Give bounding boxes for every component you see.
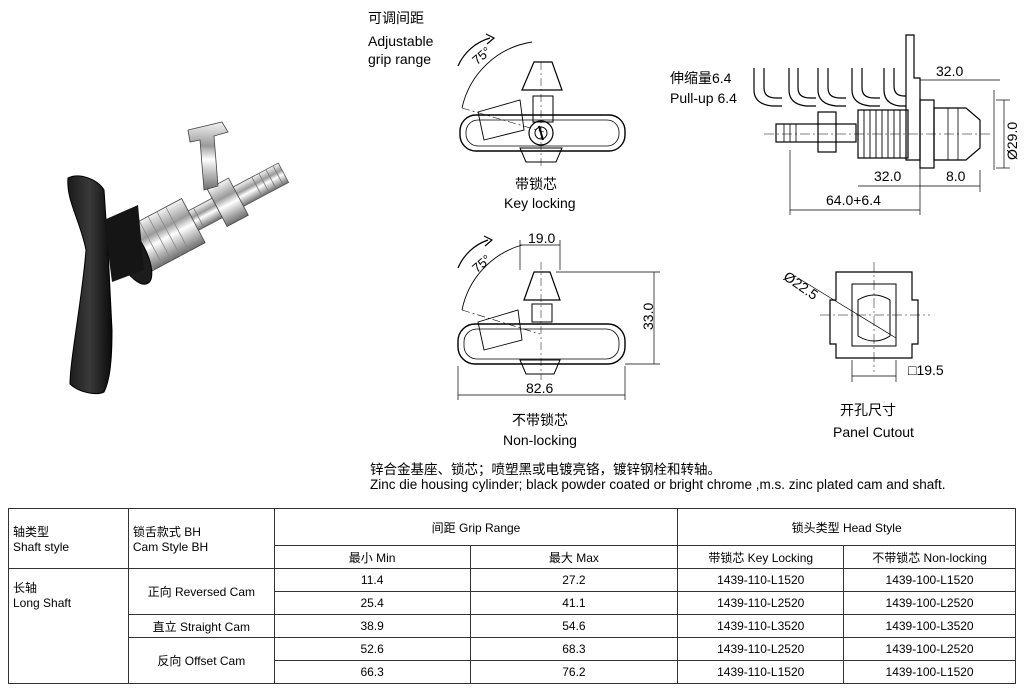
- cam-straight-cell: 直立 Straight Cam: [127, 614, 275, 638]
- cell-max: 54.6: [469, 614, 679, 638]
- cell-max: 41.1: [469, 591, 679, 615]
- dim-82: 82.6: [526, 380, 554, 396]
- cell-min: 38.9: [273, 614, 471, 638]
- key-locking-label-cn: 带锁芯: [515, 176, 557, 192]
- cell-key: 1439-110-L3520: [677, 614, 845, 638]
- dim-33: 33.0: [640, 302, 656, 330]
- dim-32-bottom: 32.0: [874, 168, 902, 184]
- dim-64: 64.0+6.4: [826, 192, 881, 208]
- cell-max: 76.2: [469, 660, 679, 684]
- dim-32-top: 32.0: [936, 63, 964, 79]
- non-locking-label-cn: 不带锁芯: [512, 412, 568, 428]
- dim-8: 8.0: [946, 168, 966, 184]
- table-row: 直立 Straight Cam 38.9 54.6 1439-110-L3520…: [9, 614, 1016, 638]
- non-locking-front-view: [457, 235, 660, 400]
- cell-min: 11.4: [273, 568, 471, 592]
- cell-max: 68.3: [469, 637, 679, 661]
- dim-19: 19.0: [528, 230, 556, 246]
- cam-offset-cell: 反向 Offset Cam: [127, 637, 275, 684]
- panel-cutout-drawing: [797, 262, 930, 382]
- cell-key: 1439-110-L1520: [677, 568, 845, 592]
- header-grip-range: 间距 Grip Range: [273, 508, 679, 546]
- cam-reversed-cell: 正向 Reversed Cam: [127, 568, 275, 615]
- pullup-label-en: Pull-up 6.4: [670, 90, 737, 106]
- pullup-label-cn: 伸缩量6.4: [670, 70, 732, 86]
- adjustable-label-en: Adjustable: [368, 33, 434, 49]
- cell-key: 1439-110-L2520: [677, 591, 845, 615]
- header-key-locking: 带锁芯 Key Locking: [677, 545, 845, 569]
- cell-min: 66.3: [273, 660, 471, 684]
- cell-key: 1439-110-L1520: [677, 660, 845, 684]
- key-locking-front-view: [457, 33, 626, 168]
- cell-key: 1439-110-L2520: [677, 637, 845, 661]
- cell-non: 1439-100-L3520: [843, 614, 1016, 638]
- header-min: 最小 Min: [273, 545, 471, 569]
- product-photo: [67, 121, 290, 395]
- grip-range-label-en: grip range: [368, 51, 432, 67]
- header-head-style: 锁头类型 Head Style: [677, 508, 1016, 546]
- cell-non: 1439-100-L2520: [843, 591, 1016, 615]
- spec-text-en: Zinc die housing cylinder; black powder …: [370, 477, 946, 492]
- adjustable-label-cn: 可调间距: [368, 10, 424, 26]
- cell-min: 52.6: [273, 637, 471, 661]
- panel-cutout-label-cn: 开孔尺寸: [840, 402, 896, 418]
- cell-min: 25.4: [273, 591, 471, 615]
- key-locking-label-en: Key locking: [504, 195, 576, 211]
- table-row: 66.3 76.2 1439-110-L1520 1439-100-L1520: [9, 660, 1016, 684]
- cell-non: 1439-100-L1520: [843, 660, 1016, 684]
- dim-19-5: □19.5: [908, 362, 944, 378]
- technical-drawings: [67, 33, 1010, 400]
- spec-text-cn: 锌合金基座、锁芯；喷塑黑或电镀亮铬，镀锌钢栓和转轴。: [370, 462, 721, 477]
- side-view: [753, 34, 1010, 215]
- header-max: 最大 Max: [469, 545, 679, 569]
- cell-non: 1439-100-L2520: [843, 637, 1016, 661]
- dim-29: Ø29.0: [1004, 121, 1020, 160]
- cell-max: 27.2: [469, 568, 679, 592]
- panel-cutout-label-en: Panel Cutout: [833, 424, 914, 440]
- header-non-locking: 不带锁芯 Non-locking: [843, 545, 1016, 569]
- cell-non: 1439-100-L1520: [843, 568, 1016, 592]
- table-row: 反向 Offset Cam 52.6 68.3 1439-110-L2520 1…: [9, 637, 1016, 684]
- non-locking-label-en: Non-locking: [503, 432, 577, 448]
